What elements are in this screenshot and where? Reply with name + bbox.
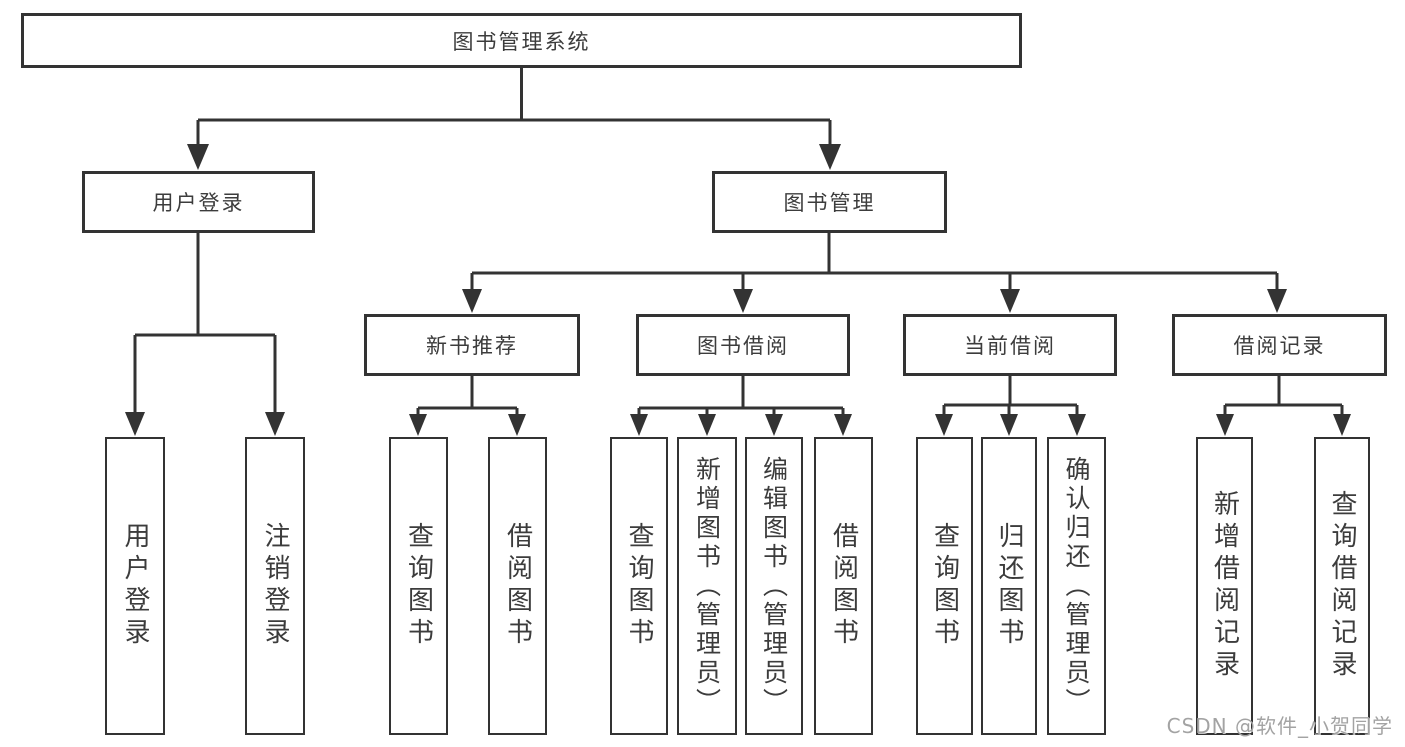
node-bb-borrow-book-label: 借阅图书 <box>828 522 859 650</box>
node-bb-edit-book-label: 编辑图书（管理员） <box>759 455 789 717</box>
arrowhead <box>125 412 145 436</box>
node-br-add-record-label: 新增借阅记录 <box>1209 490 1240 682</box>
node-bb-query-book: 查询图书 <box>610 437 668 735</box>
node-bb-borrow-book: 借阅图书 <box>814 437 873 735</box>
arrowhead <box>819 144 841 170</box>
node-login: 用户登录 <box>105 437 165 735</box>
node-cb-confirm-return: 确认归还（管理员） <box>1047 437 1106 735</box>
arrowhead <box>1000 289 1020 313</box>
node-nb-query-book: 查询图书 <box>389 437 448 735</box>
node-borrow-records: 借阅记录 <box>1172 314 1387 376</box>
node-logout: 注销登录 <box>245 437 305 735</box>
watermark: CSDN @软件_小贺同学 <box>1166 714 1393 738</box>
node-current-borrow-label: 当前借阅 <box>964 334 1056 358</box>
node-br-query-record: 查询借阅记录 <box>1314 437 1370 735</box>
node-user-login: 用户登录 <box>82 171 315 233</box>
connector-current-borrow-children <box>935 376 1086 436</box>
node-root-label: 图书管理系统 <box>452 29 591 54</box>
node-book-management-label: 图书管理 <box>783 191 876 215</box>
arrowhead <box>698 414 716 436</box>
connector-borrow-records-children <box>1216 376 1351 436</box>
connector-user-login-children <box>125 233 285 436</box>
node-br-add-record: 新增借阅记录 <box>1196 437 1253 735</box>
node-book-borrow: 图书借阅 <box>636 314 850 376</box>
node-root: 图书管理系统 <box>21 13 1022 68</box>
arrowhead <box>630 414 648 436</box>
node-current-borrow: 当前借阅 <box>903 314 1117 376</box>
node-nb-query-book-label: 查询图书 <box>403 522 434 650</box>
arrowhead <box>1068 414 1086 436</box>
node-book-management: 图书管理 <box>712 171 947 233</box>
node-bb-edit-book: 编辑图书（管理员） <box>745 437 803 735</box>
arrowhead <box>1333 414 1351 436</box>
node-bb-query-book-label: 查询图书 <box>624 522 654 650</box>
arrowhead <box>765 414 783 436</box>
node-cb-return-book: 归还图书 <box>981 437 1037 735</box>
connector-new-book-recommend-children <box>409 376 526 436</box>
arrowhead <box>187 144 209 170</box>
node-cb-query-book-label: 查询图书 <box>929 522 960 650</box>
arrowhead <box>1267 289 1287 313</box>
arrowhead <box>1000 414 1018 436</box>
arrowhead <box>508 414 526 436</box>
arrowhead <box>733 289 753 313</box>
node-new-book-recommend: 新书推荐 <box>364 314 580 376</box>
node-nb-borrow-book: 借阅图书 <box>488 437 547 735</box>
node-user-login-label: 用户登录 <box>152 191 245 215</box>
arrowhead <box>935 414 953 436</box>
node-borrow-records-label: 借阅记录 <box>1233 334 1326 358</box>
node-cb-query-book: 查询图书 <box>916 437 973 735</box>
arrowhead <box>462 289 482 313</box>
arrowhead <box>1216 414 1234 436</box>
connector-book-management-children <box>462 233 1287 313</box>
connector-book-borrow-children <box>630 376 852 436</box>
node-cb-return-book-label: 归还图书 <box>994 522 1024 650</box>
arrowhead <box>409 414 427 436</box>
node-new-book-recommend-label: 新书推荐 <box>426 334 518 358</box>
node-nb-borrow-book-label: 借阅图书 <box>502 522 533 650</box>
node-login-label: 用户登录 <box>120 522 150 650</box>
node-bb-add-book: 新增图书（管理员） <box>677 437 737 735</box>
arrowhead <box>265 412 285 436</box>
connector-root-to-level2 <box>187 68 841 170</box>
node-bb-add-book-label: 新增图书（管理员） <box>692 455 722 717</box>
node-cb-confirm-return-label: 确认归还（管理员） <box>1062 455 1091 717</box>
node-book-borrow-label: 图书借阅 <box>697 334 789 358</box>
arrowhead <box>834 414 852 436</box>
node-br-query-record-label: 查询借阅记录 <box>1327 490 1357 682</box>
node-logout-label: 注销登录 <box>260 522 290 650</box>
